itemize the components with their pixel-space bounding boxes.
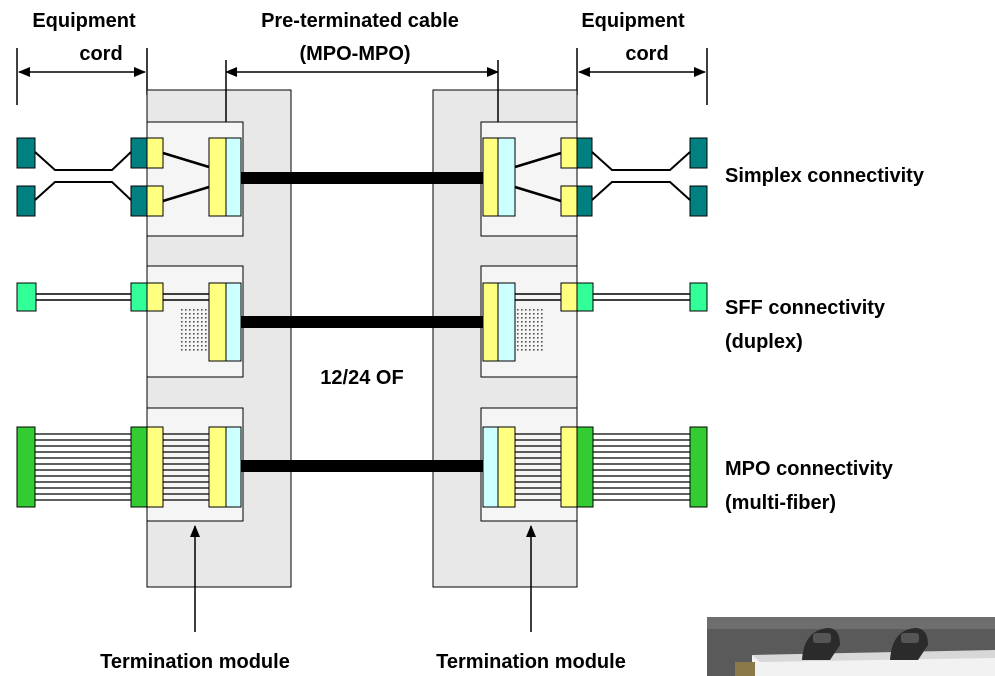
- mpo-label-line2: (multi-fiber): [725, 492, 836, 514]
- simplex-connector-right-d: [689, 185, 708, 217]
- simplex-trunk-cable: [241, 172, 483, 184]
- equipment-cord-right-label-line2: cord: [625, 43, 668, 65]
- cable-title-line2: (MPO-MPO): [299, 43, 410, 65]
- sff-trunk-cable: [241, 316, 483, 328]
- simplex-connector-right-c: [689, 137, 708, 169]
- simplex-connector-left-c: [130, 137, 148, 169]
- sff-dot-pattern-right: [515, 308, 545, 353]
- cable-title-line1: Pre-terminated cable: [261, 10, 459, 32]
- termination-module-label-right: Termination module: [436, 651, 626, 673]
- simplex-connector-left-b: [16, 185, 36, 217]
- sff-label-line2: (duplex): [725, 331, 803, 353]
- dimension-arrows: [16, 48, 708, 105]
- equipment-cord-left-label-line1: Equipment: [32, 10, 136, 32]
- equipment-cord-right-label-line1: Equipment: [581, 10, 685, 32]
- simplex-connector-left-d: [130, 185, 148, 217]
- sff-dot-pattern-left: [179, 308, 209, 353]
- simplex-connector-right-a: [576, 137, 593, 169]
- mpo-row: [16, 426, 708, 508]
- sff-row: [16, 282, 708, 362]
- simplex-row: [16, 137, 708, 217]
- simplex-connector-left-a: [16, 137, 36, 169]
- simplex-label: Simplex connectivity: [725, 165, 925, 187]
- equipment-cord-left-label-line2: cord: [79, 43, 122, 65]
- sff-label-line1: SFF connectivity: [725, 297, 886, 319]
- termination-module-label-left: Termination module: [100, 651, 290, 673]
- mpo-label-line1: MPO connectivity: [725, 458, 894, 480]
- equipment-photo: [707, 617, 995, 676]
- fiber-count-label: 12/24 OF: [320, 367, 403, 389]
- mpo-trunk-cable: [241, 460, 483, 472]
- simplex-connector-right-b: [576, 185, 593, 217]
